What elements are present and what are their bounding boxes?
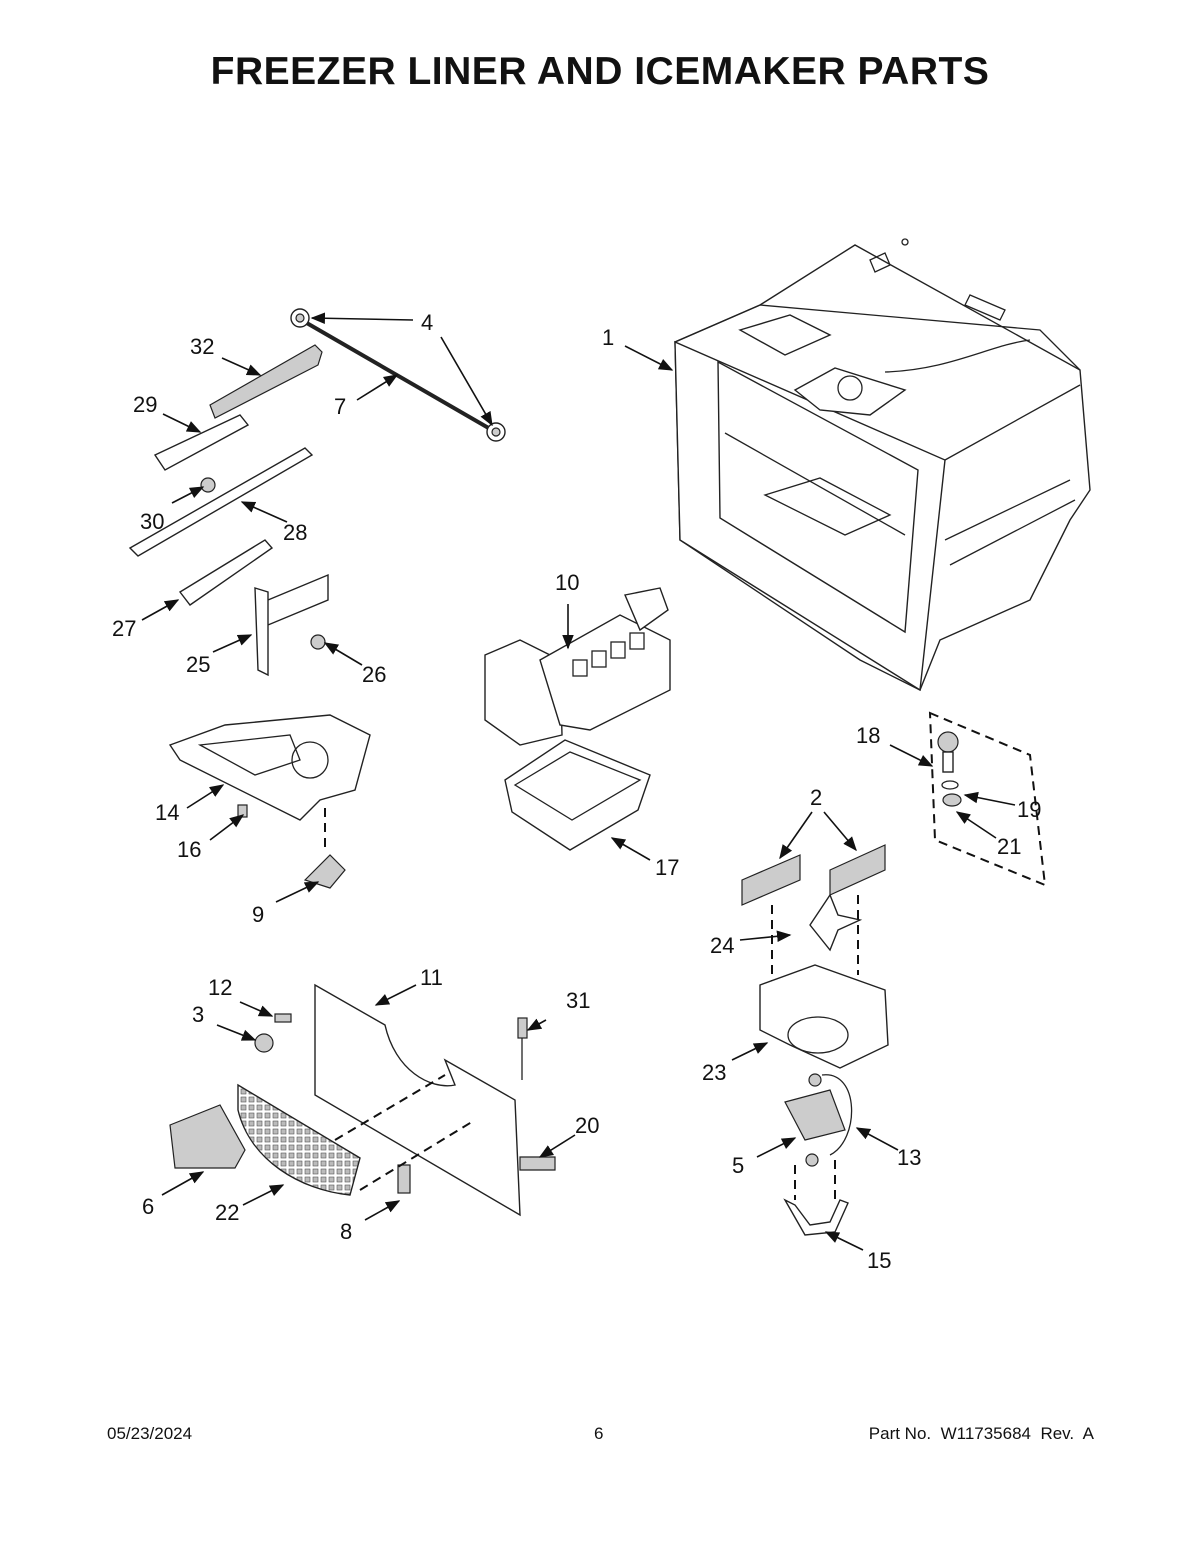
wire-part-13	[821, 1074, 853, 1156]
callout-22: 22	[215, 1200, 239, 1225]
callout-24: 24	[710, 933, 734, 958]
callout-32: 32	[190, 334, 214, 359]
strip-part-20	[519, 1156, 556, 1171]
slide-bracket-part-27	[178, 539, 274, 606]
callout-20: 20	[575, 1113, 599, 1138]
callout-25: 25	[186, 652, 210, 677]
pad-part-2-right	[829, 844, 886, 896]
callout-2: 2	[810, 785, 822, 810]
callout-13: 13	[897, 1145, 921, 1170]
footer-part-number: Part No. W11735684 Rev. A	[868, 1424, 1094, 1443]
fan-housing-part-23	[759, 964, 889, 1069]
clip-part-3	[254, 1033, 274, 1053]
callout-18: 18	[856, 723, 880, 748]
callout-16: 16	[177, 837, 201, 862]
grille-part-22	[237, 1083, 361, 1196]
screw-part-26	[310, 634, 326, 650]
slide-rail-part-28	[128, 447, 314, 557]
page-title: FREEZER LINER AND ICEMAKER PARTS	[210, 50, 990, 93]
freezer-liner	[674, 238, 1091, 692]
sensor-part-31	[517, 1017, 528, 1039]
footer-page-number: 6	[594, 1424, 604, 1443]
callout-9: 9	[252, 902, 264, 927]
cover-part-6	[169, 1104, 246, 1169]
leader-lines	[141, 312, 1016, 1251]
callout-19: 19	[1017, 797, 1041, 822]
callout-30: 30	[140, 509, 164, 534]
callout-21: 21	[997, 834, 1021, 859]
icemaker-assembly	[484, 587, 671, 746]
callout-6: 6	[142, 1194, 154, 1219]
screw-part-12	[274, 1013, 292, 1023]
bracket-part-29	[153, 414, 250, 471]
motor-bracket-part-15	[783, 1198, 849, 1236]
callout-29: 29	[133, 392, 157, 417]
screw-part-30	[200, 477, 216, 493]
callout-12: 12	[208, 975, 232, 1000]
callout-27: 27	[112, 616, 136, 641]
o-ring-part-19	[941, 780, 959, 790]
mounting-bracket-part-25	[254, 573, 329, 677]
ice-bin-part-17	[504, 739, 651, 851]
callout-8: 8	[340, 1219, 352, 1244]
callout-14: 14	[155, 800, 179, 825]
callout-28: 28	[283, 520, 307, 545]
callout-11: 11	[420, 965, 443, 990]
callout-4: 4	[421, 310, 433, 335]
rail-part-32	[209, 344, 323, 419]
latch-part-8	[397, 1164, 411, 1194]
callout-labels: 1 2 3 4 5 6 7 8 9 10 11 12 13 14 15 16 1…	[112, 310, 1041, 1273]
knob-part-9	[303, 854, 346, 889]
fan-blade-part-24	[809, 893, 863, 952]
auger-shaft-with-gears	[290, 308, 506, 442]
callout-26: 26	[362, 662, 386, 687]
pad-part-2-left	[741, 854, 801, 906]
callout-3: 3	[192, 1002, 204, 1027]
cap-part-18	[937, 731, 959, 753]
footer-date: 05/23/2024	[107, 1424, 193, 1443]
callout-10: 10	[555, 570, 579, 595]
rear-panel-part-11	[314, 983, 521, 1217]
fan-motor-part-5	[784, 1089, 846, 1141]
callout-31: 31	[566, 988, 590, 1013]
callout-1: 1	[602, 325, 614, 350]
washer-part-21	[942, 793, 962, 807]
ice-bin-housing-part-14	[168, 714, 371, 821]
callout-7: 7	[334, 394, 346, 419]
callout-23: 23	[702, 1060, 726, 1085]
callout-5: 5	[732, 1153, 744, 1178]
callout-15: 15	[867, 1248, 891, 1273]
callout-17: 17	[655, 855, 679, 880]
